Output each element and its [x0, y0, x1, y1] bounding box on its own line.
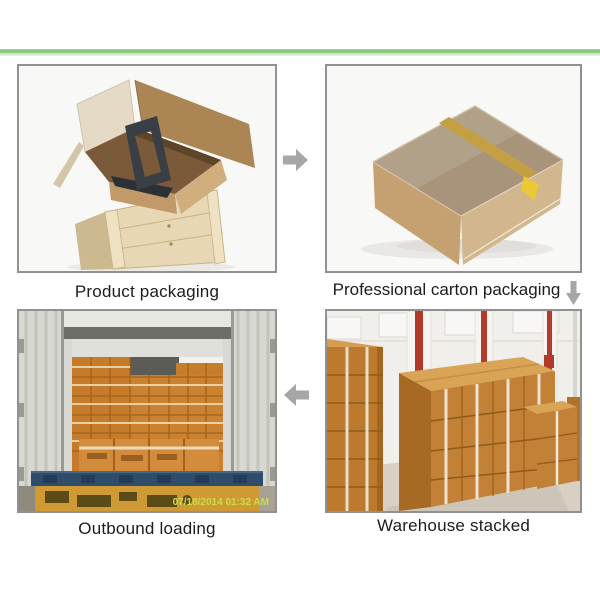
photo-timestamp: 07/18/2014 01:32 AM — [173, 497, 269, 508]
panel-carton-packaging — [325, 64, 582, 273]
panel-warehouse-stacked — [325, 309, 582, 513]
arrow-left-icon — [284, 384, 309, 406]
caption-row-carton-packaging: Professional carton packaging — [325, 279, 589, 310]
panel-product-packaging — [17, 64, 277, 273]
carton-packaging-photo — [327, 66, 580, 271]
warehouse-stacked-photo — [327, 311, 580, 511]
caption-outbound-loading: Outbound loading — [78, 519, 216, 538]
arrow-right-icon — [283, 149, 308, 171]
caption-product-packaging: Product packaging — [74, 282, 220, 301]
caption-warehouse-stacked: Warehouse stacked — [376, 516, 530, 535]
outbound-loading-photo: 07/18/2014 01:32 AM — [19, 311, 275, 511]
product-packaging-photo — [19, 66, 275, 271]
top-divider-line — [0, 49, 600, 56]
arrow-down-icon — [566, 281, 582, 310]
panel-outbound-loading: 07/18/2014 01:32 AM — [17, 309, 277, 513]
caption-carton-packaging: Professional carton packaging — [332, 280, 561, 299]
